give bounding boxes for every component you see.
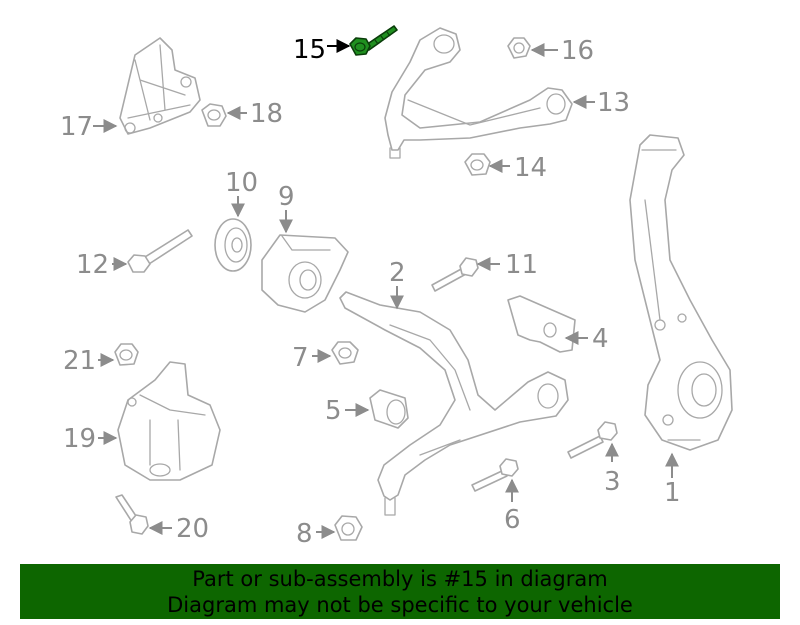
callout-7: 7: [292, 343, 309, 373]
callout-3: 3: [604, 467, 621, 497]
part-16-nut: [507, 37, 531, 59]
callout-9: 9: [278, 182, 295, 212]
part-3-bolt: [567, 421, 618, 459]
parts-diagram: 15 16 13 14 18 17 10 9 12 11 2 4 7 21 5 …: [60, 25, 733, 549]
part-18-nut: [201, 103, 227, 127]
part-2-lower-control-arm: [339, 291, 569, 516]
part-14-nut: [464, 153, 491, 176]
part-5-bushing: [369, 389, 409, 429]
part-6-bolt: [471, 458, 519, 492]
callout-10: 10: [225, 168, 258, 198]
part-12-bolt: [127, 229, 193, 273]
part-8-nut: [334, 515, 363, 541]
callout-12: 12: [76, 250, 109, 280]
callout-20: 20: [176, 514, 209, 544]
part-7-nut: [331, 341, 359, 365]
callout-17: 17: [60, 112, 93, 142]
callout-1: 1: [664, 478, 681, 508]
banner-line-disclaimer: Diagram may not be specific to your vehi…: [167, 593, 633, 617]
callout-numbers: 15 16 13 14 18 17 10 9 12 11 2 4 7 21 5 …: [60, 35, 681, 549]
part-19-mount: [117, 361, 221, 481]
callout-14: 14: [514, 153, 547, 183]
callout-19: 19: [63, 424, 96, 454]
callout-8: 8: [296, 519, 313, 549]
callout-2: 2: [389, 258, 406, 288]
part-9-bushing: [261, 234, 349, 313]
part-17-bracket: [119, 37, 201, 135]
info-banner: Part or sub-assembly is #15 in diagram D…: [20, 564, 780, 619]
part-10-washer: [214, 218, 252, 272]
part-20-bolt: [115, 494, 149, 535]
callout-21: 21: [63, 346, 96, 376]
callout-13: 13: [597, 88, 630, 118]
part-1-knuckle: [629, 134, 733, 451]
part-4-plate: [507, 295, 576, 353]
callout-4: 4: [592, 324, 609, 354]
callout-leaders: [93, 39, 679, 539]
part-15-bolt-highlighted: [349, 25, 398, 56]
callout-16: 16: [561, 36, 594, 66]
callout-6: 6: [504, 505, 521, 535]
part-21-nut: [114, 343, 139, 366]
banner-line-part-info: Part or sub-assembly is #15 in diagram: [192, 567, 608, 591]
callout-15: 15: [293, 35, 326, 65]
callout-18: 18: [250, 99, 283, 129]
callout-5: 5: [325, 396, 342, 426]
part-13-upper-control-arm: [384, 27, 573, 159]
callout-11: 11: [505, 250, 538, 280]
part-11-bolt: [431, 257, 479, 292]
